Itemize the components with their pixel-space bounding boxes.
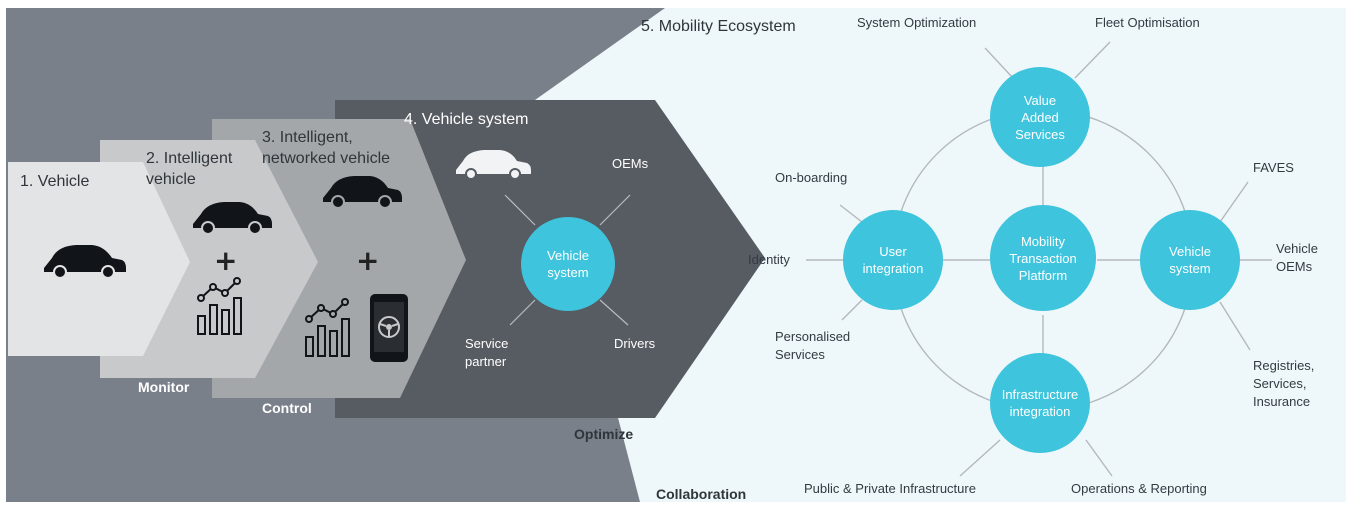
- label-on-boarding: On-boarding: [775, 170, 848, 185]
- car-icon: [44, 245, 126, 279]
- stage-4-title: 4. Vehicle system: [404, 111, 529, 128]
- stage-3-tag: Control: [262, 400, 312, 416]
- vehicle-system-label: Vehicle system: [547, 248, 589, 280]
- car-icon: [323, 176, 402, 209]
- plus-sign: +: [214, 244, 238, 277]
- label-vehicle-oems: Vehicle OEMs: [1276, 241, 1318, 274]
- stage-2-tag: Monitor: [138, 379, 190, 395]
- value-added-services-label: Value Added Services: [1015, 92, 1065, 142]
- bar-chart-icon: [197, 277, 242, 335]
- hub-circle: Mobility Transaction Platform: [990, 205, 1096, 311]
- car-icon: [456, 150, 531, 180]
- hub-label: Mobility Transaction Platform: [1009, 233, 1077, 283]
- label-registries: Registries, Services, Insurance: [1253, 358, 1315, 409]
- stage-1-title: 1. Vehicle: [20, 173, 90, 190]
- smartphone-icon: [370, 294, 408, 362]
- vehicle-system-node-circle: Vehicle system: [1140, 210, 1240, 310]
- label-fleet-optimisation: Fleet Optimisation: [1095, 15, 1200, 30]
- ecosystem-tag: Collaboration: [656, 486, 747, 502]
- infrastructure-integration-circle: Infrastructure integration: [990, 353, 1090, 453]
- stage-3-title: 3. Intelligent, networked vehicle: [262, 129, 391, 167]
- label-operations-reporting: Operations & Reporting: [1071, 481, 1207, 496]
- car-icon: [193, 202, 272, 235]
- infrastructure-integration-label: Infrastructure integration: [1001, 387, 1079, 419]
- plus-sign: +: [356, 244, 380, 277]
- user-integration-circle: User integration: [843, 210, 943, 310]
- spoke-drivers: Drivers: [614, 336, 656, 351]
- ecosystem-title: 5. Mobility Ecosystem: [641, 18, 796, 35]
- vehicle-system-spokes: [504, 194, 631, 326]
- vehicle-system-circle: Vehicle system: [521, 217, 615, 311]
- label-system-optimization: System Optimization: [857, 15, 977, 30]
- stage-4-tag: Optimize: [574, 426, 634, 442]
- vehicle-system-node-label: Vehicle system: [1169, 244, 1211, 276]
- user-integration-label: User integration: [862, 244, 924, 276]
- stage-2-title: 2. Intelligent vehicle: [146, 150, 233, 188]
- spoke-service-partner: Service partner: [465, 336, 509, 369]
- bar-chart-icon: [305, 298, 350, 357]
- label-public-private-infrastructure: Public & Private Infrastructure: [804, 481, 976, 496]
- spoke-oems: OEMs: [612, 156, 649, 171]
- label-faves: FAVES: [1253, 160, 1294, 175]
- label-identity: Identity: [748, 252, 790, 267]
- value-added-services-circle: Value Added Services: [990, 67, 1090, 167]
- label-personalised-services: Personalised Services: [775, 329, 851, 362]
